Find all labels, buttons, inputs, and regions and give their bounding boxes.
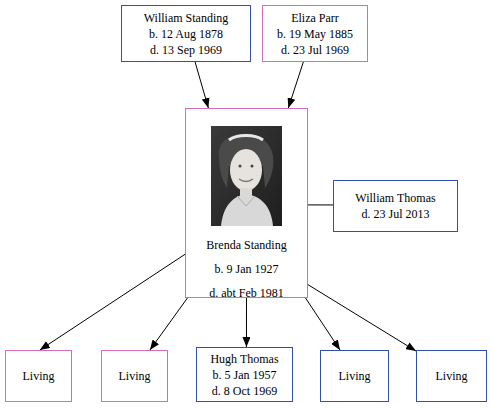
person-name: Living (119, 368, 151, 384)
parent-child-arrow (150, 298, 188, 350)
person-date: b. 19 May 1885 (277, 26, 353, 42)
person-name: William Thomas (355, 190, 435, 206)
person-box: Hugh Thomasb. 5 Jan 1957d. 8 Oct 1969 (196, 347, 293, 402)
person-date: b. 5 Jan 1957 (213, 367, 277, 383)
person-date: d. 13 Sep 1969 (150, 42, 222, 58)
person-name: Hugh Thomas (210, 351, 278, 367)
portrait-photo (211, 126, 282, 226)
person-date: d. 23 Jul 2013 (361, 206, 429, 222)
person-date: d. 8 Oct 1969 (212, 383, 277, 399)
parent-child-arrow (308, 285, 416, 351)
person-date: b. 9 Jan 1927 (215, 257, 279, 281)
person-name: Living (339, 368, 371, 384)
person-box: Eliza Parrb. 19 May 1885d. 23 Jul 1969 (262, 5, 368, 62)
person-name: Eliza Parr (291, 10, 339, 26)
person-date: b. 12 Aug 1878 (149, 26, 223, 42)
person-box: Living (101, 350, 168, 402)
parent-child-arrow (40, 254, 185, 350)
person-box: Living (416, 350, 487, 402)
person-name: Brenda Standing (206, 233, 286, 257)
parent-child-arrow (288, 62, 303, 108)
person-box: William Thomasd. 23 Jul 2013 (333, 180, 458, 232)
person-date: d. 23 Jul 1969 (281, 42, 349, 58)
parent-child-arrow (306, 298, 340, 350)
person-box: Living (5, 350, 72, 402)
person-name: William Standing (144, 10, 229, 26)
person-name: Living (436, 368, 468, 384)
person-box: William Standingb. 12 Aug 1878d. 13 Sep … (121, 5, 251, 62)
spouse-line (308, 204, 333, 205)
person-date: d. abt Feb 1981 (209, 281, 284, 305)
person-name: Living (23, 368, 55, 384)
person-box: Living (320, 350, 389, 402)
parent-child-arrow (246, 298, 247, 347)
parent-child-arrow (195, 62, 208, 108)
